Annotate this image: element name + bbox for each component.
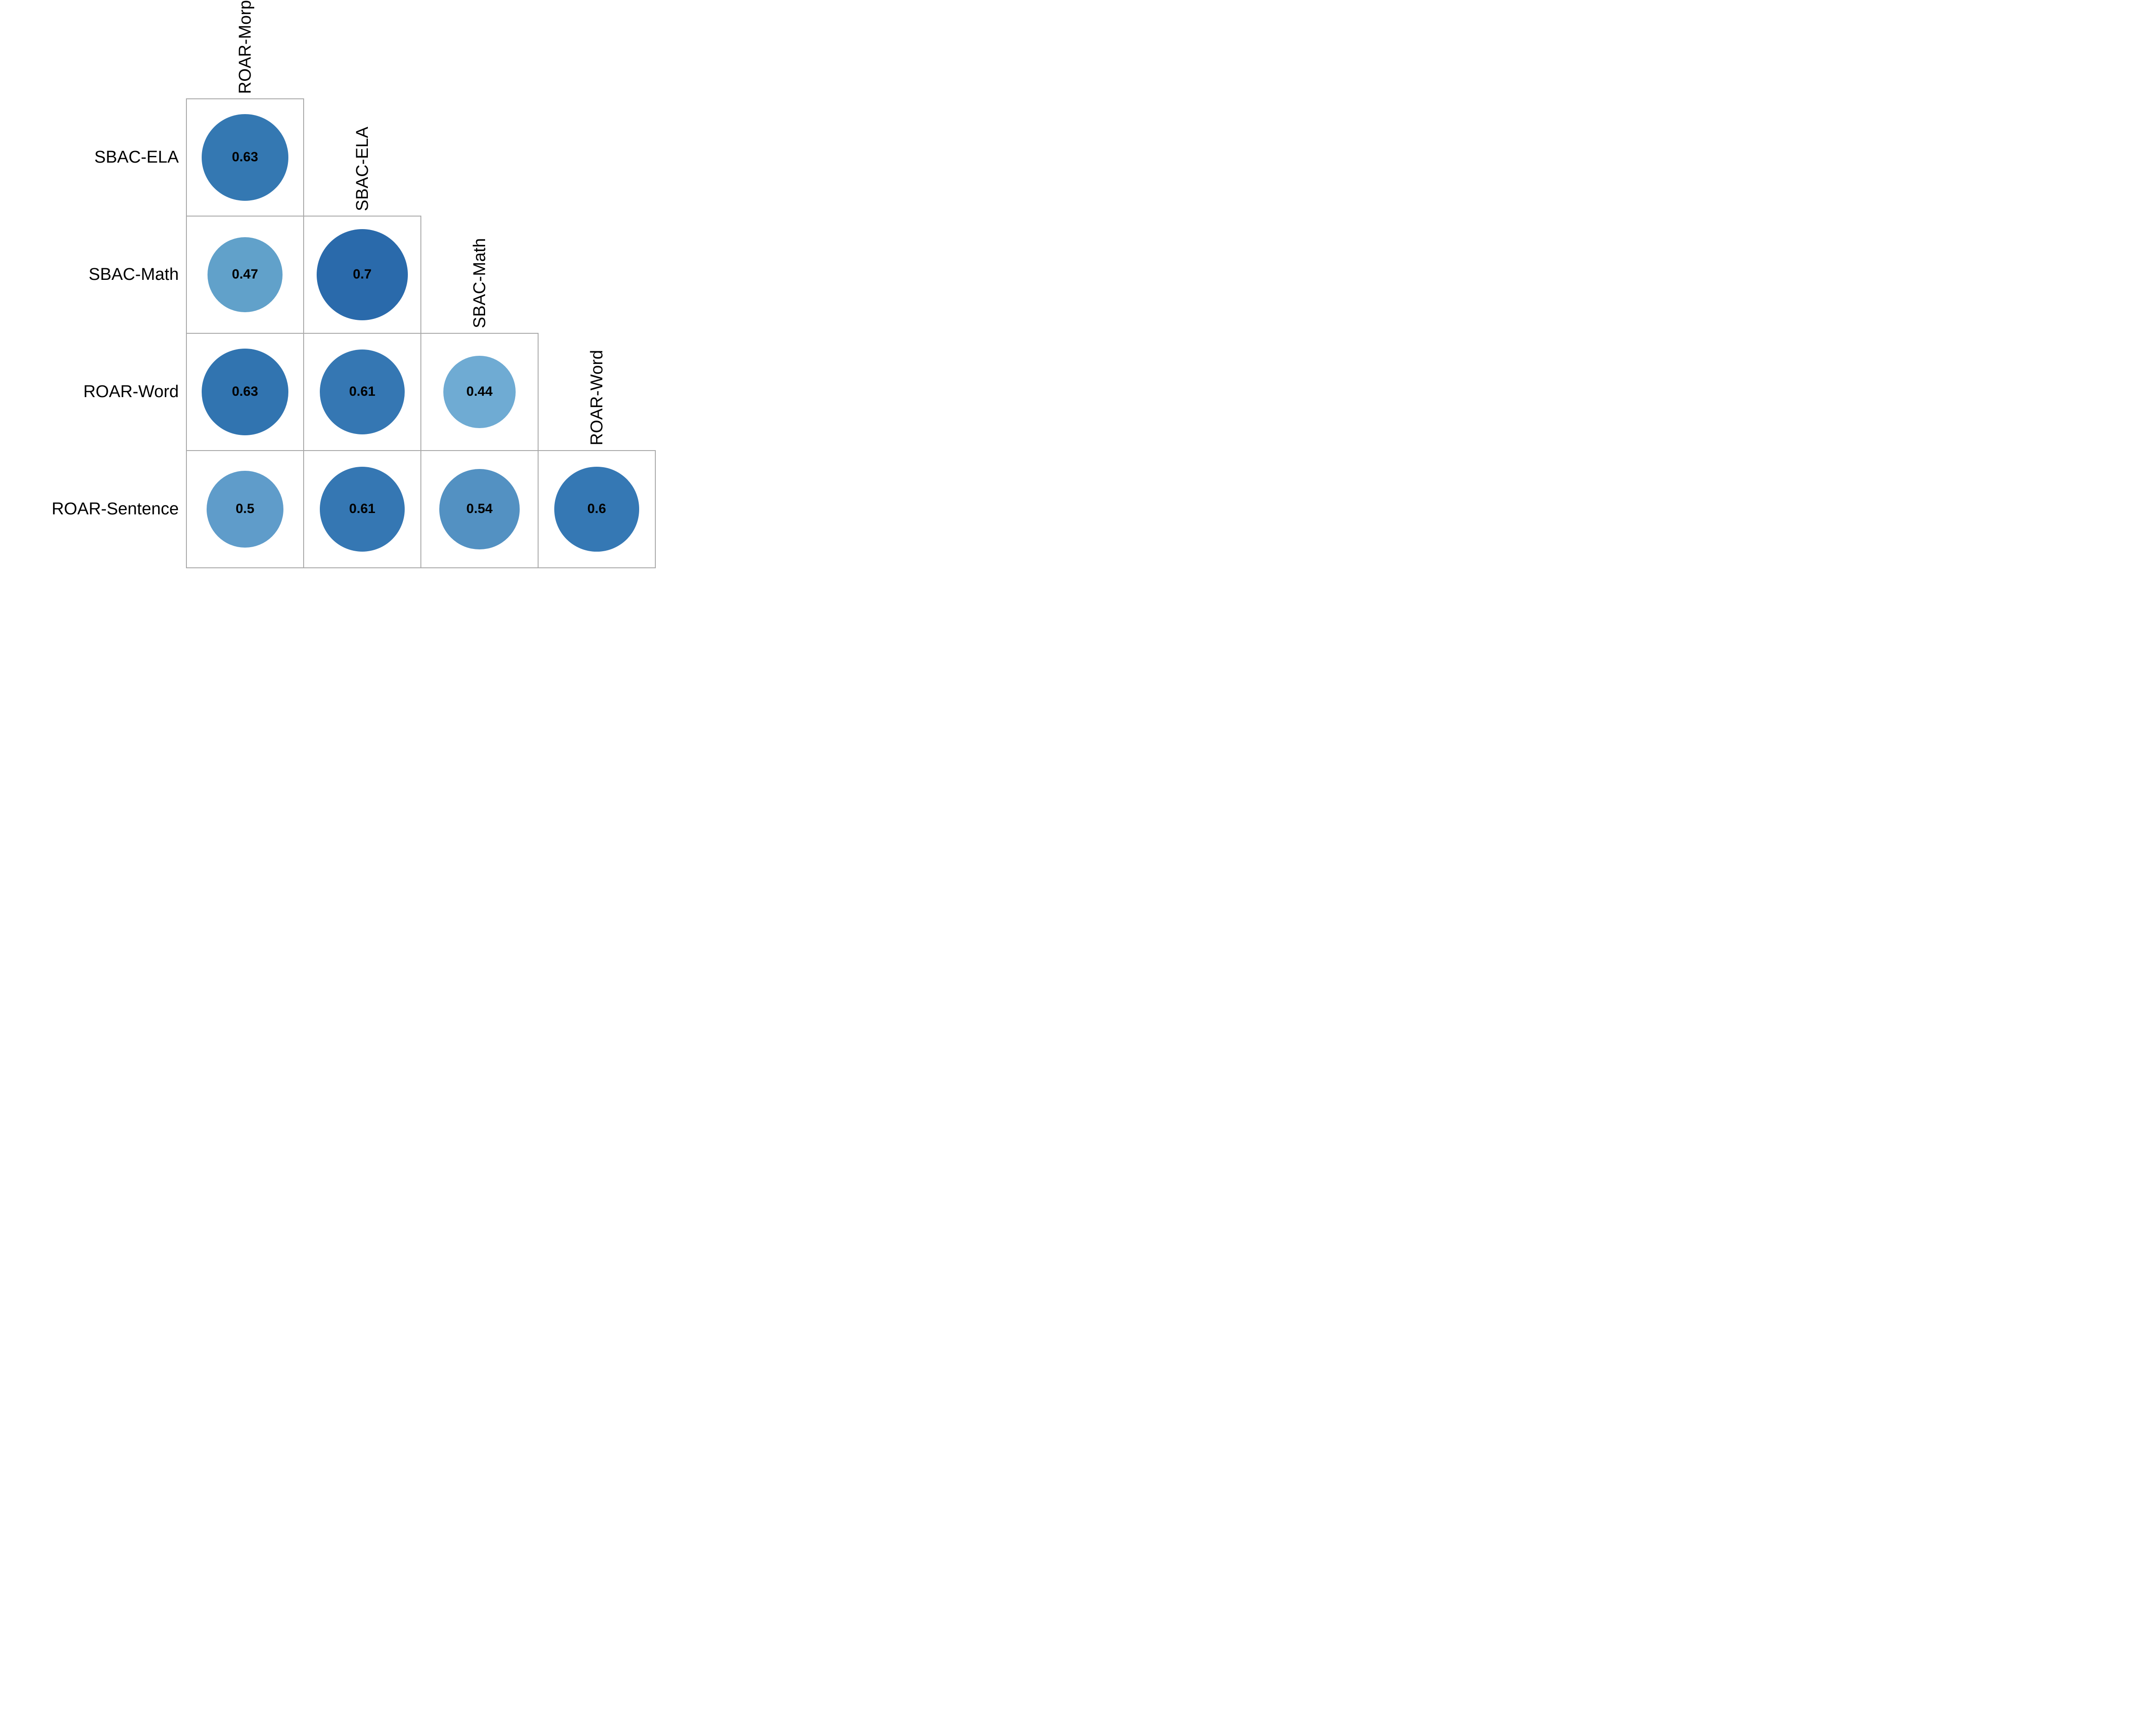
correlation-value: 0.63 bbox=[232, 384, 258, 399]
row-label-roar-sentence: ROAR-Sentence bbox=[51, 499, 179, 518]
correlation-value: 0.6 bbox=[587, 501, 606, 517]
correlation-circle: 0.63 bbox=[202, 114, 288, 201]
correlation-value: 0.47 bbox=[232, 267, 258, 282]
correlation-circle: 0.7 bbox=[316, 229, 408, 321]
column-label-roar-morph: ROAR-Morph bbox=[235, 0, 255, 94]
correlation-circle: 0.6 bbox=[554, 467, 639, 552]
correlation-circle: 0.5 bbox=[206, 470, 284, 548]
row-label-sbac-math: SBAC-Math bbox=[88, 265, 179, 284]
correlation-value: 0.61 bbox=[349, 501, 376, 517]
correlation-circle: 0.61 bbox=[319, 466, 405, 552]
correlation-value: 0.61 bbox=[349, 384, 376, 399]
correlation-value: 0.5 bbox=[235, 501, 255, 517]
column-label-roar-word: ROAR-Word bbox=[587, 350, 606, 446]
correlation-value: 0.7 bbox=[353, 267, 372, 282]
correlation-circle: 0.61 bbox=[319, 349, 405, 435]
correlation-value: 0.44 bbox=[466, 384, 493, 399]
row-label-sbac-ela: SBAC-ELA bbox=[94, 147, 179, 167]
correlation-value: 0.54 bbox=[466, 501, 493, 517]
correlation-circle: 0.47 bbox=[208, 237, 283, 312]
correlation-value: 0.63 bbox=[232, 150, 258, 165]
row-label-roar-word: ROAR-Word bbox=[83, 382, 179, 401]
correlation-matrix-chart: 0.63 0.47 0.7 0.63 0.61 0.44 0.5 0.61 0.54 0.6 SB… bbox=[0, 0, 719, 575]
column-label-sbac-ela: SBAC-ELA bbox=[353, 127, 372, 211]
correlation-circle: 0.54 bbox=[439, 469, 520, 549]
column-label-sbac-math: SBAC-Math bbox=[470, 238, 489, 328]
correlation-circle: 0.44 bbox=[443, 355, 516, 428]
correlation-circle: 0.63 bbox=[202, 349, 288, 435]
